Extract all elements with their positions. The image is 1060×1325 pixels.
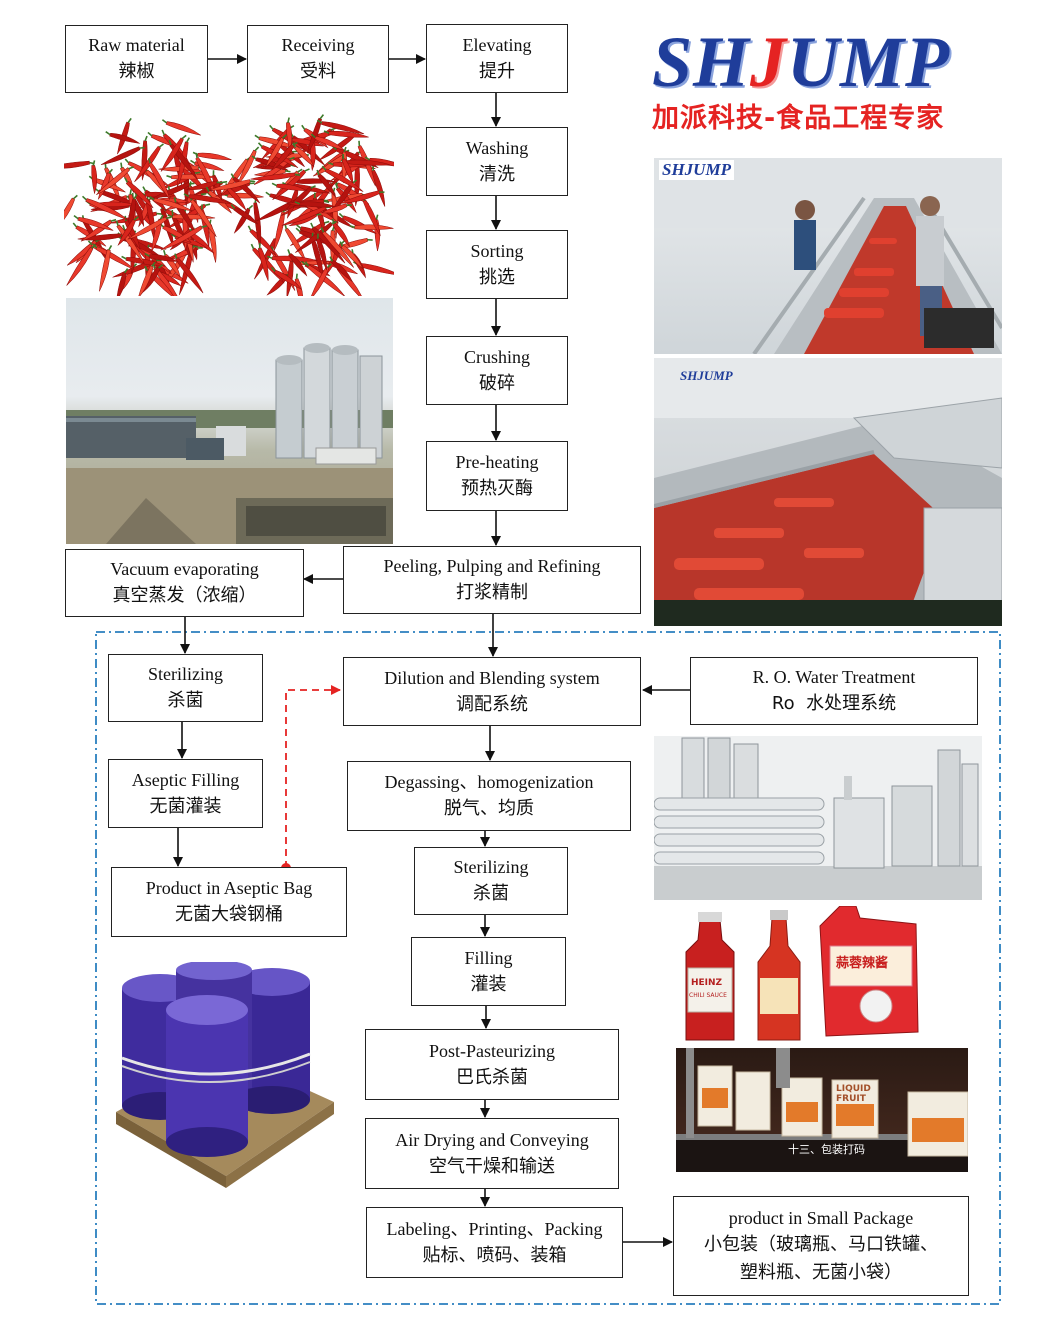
step-labeling-zh: 贴标、喷码、装箱 xyxy=(422,1244,567,1266)
step-preheating: Pre-heating 预热灭酶 xyxy=(426,441,568,511)
brand-tagline: 加派科技-食品工程专家 xyxy=(652,103,945,134)
step-air-drying-zh: 空气干燥和输送 xyxy=(429,1155,555,1177)
pouch-label: 蒜蓉辣酱 xyxy=(836,956,889,971)
step-vacuum-zh: 真空蒸发（浓缩） xyxy=(112,585,257,606)
step-aseptic-filling: Aseptic Filling 无菌灌装 xyxy=(108,759,263,828)
washing-line-photo: SHJUMP xyxy=(654,158,1002,354)
step-aseptic-filling-zh: 无菌灌装 xyxy=(149,795,222,817)
step-raw-material-en: Raw material xyxy=(88,35,185,55)
step-aseptic-filling-en: Aseptic Filling xyxy=(131,769,240,790)
step-raw-material-zh: 辣椒 xyxy=(118,61,155,82)
step-labeling-printing-packing: Labeling、Printing、Packing 贴标、喷码、装箱 xyxy=(366,1207,623,1278)
step-small-package-zh-line2: 塑料瓶、无菌小袋） xyxy=(740,1262,902,1283)
step-elevating-zh: 提升 xyxy=(479,60,515,82)
step-sorting-en: Sorting xyxy=(470,240,524,261)
step-sterilizing-left: Sterilizing 杀菌 xyxy=(108,654,263,722)
evaporator-plant-photo xyxy=(66,298,393,544)
step-peeling-en: Peeling, Pulping and Refining xyxy=(383,556,601,576)
step-elevating: Elevating 提升 xyxy=(426,24,568,93)
step-degassing-homogenization: Degassing、homogenization 脱气、均质 xyxy=(347,761,631,831)
step-sterilizing-left-en: Sterilizing xyxy=(148,664,223,684)
sorting-line-photo: SHJUMP xyxy=(654,358,1002,626)
step-degassing-en: Degassing、homogenization xyxy=(384,772,594,792)
step-dilution-en: Dilution and Blending system xyxy=(384,667,600,688)
carton-conveyor-photo: LIQUID FRUIT 十三、包装打码 xyxy=(676,1048,968,1172)
heinz-label: HEINZ xyxy=(691,978,723,988)
carton-brand-label: LIQUID FRUIT xyxy=(836,1084,871,1104)
step-labeling-en: Labeling、Printing、Packing xyxy=(386,1218,603,1239)
step-sorting-zh: 挑选 xyxy=(479,266,515,288)
step-sterilizing-left-zh: 杀菌 xyxy=(167,690,204,711)
carton-caption: 十三、包装打码 xyxy=(788,1143,865,1156)
chili-peppers-photo xyxy=(64,104,394,296)
step-ro-water-en: R. O. Water Treatment xyxy=(752,667,916,687)
system-boundary xyxy=(95,631,1001,1305)
sorting-photo-logo: SHJUMP xyxy=(680,368,733,383)
step-dilution-blending: Dilution and Blending system 调配系统 xyxy=(343,657,641,726)
step-filling-zh: 灌装 xyxy=(470,973,507,995)
step-elevating-en: Elevating xyxy=(462,34,532,55)
sauce-products-photo: HEINZ CHILI SAUCE 蒜蓉辣酱 xyxy=(680,906,920,1044)
aseptic-drums-photo xyxy=(110,962,340,1190)
step-degassing-zh: 脱气、均质 xyxy=(444,798,534,819)
step-aseptic-bag-zh: 无菌大袋钢桶 xyxy=(175,904,283,925)
step-washing-en: Washing xyxy=(465,137,529,158)
step-crushing-en: Crushing xyxy=(463,346,530,367)
step-post-pasteurizing: Post-Pasteurizing 巴氏杀菌 xyxy=(365,1029,619,1100)
step-product-aseptic-bag: Product in Aseptic Bag 无菌大袋钢桶 xyxy=(111,867,347,937)
ro-water-treatment-photo xyxy=(654,736,982,900)
step-aseptic-bag-en: Product in Aseptic Bag xyxy=(145,878,313,898)
step-crushing: Crushing 破碎 xyxy=(426,336,568,405)
step-preheating-zh: 预热灭酶 xyxy=(461,478,533,499)
step-washing-zh: 清洗 xyxy=(479,163,515,185)
brand-name: SHJUMP xyxy=(652,22,951,102)
step-washing: Washing 清洗 xyxy=(426,127,568,196)
step-sterilizing-mid-zh: 杀菌 xyxy=(473,883,509,904)
step-receiving-zh: 受料 xyxy=(300,61,336,82)
step-post-pasteurizing-en: Post-Pasteurizing xyxy=(429,1040,555,1061)
step-receiving-en: Receiving xyxy=(281,35,355,55)
step-crushing-zh: 破碎 xyxy=(479,372,515,394)
shjump-logo: SHJUMP 加派科技-食品工程专家 xyxy=(652,22,1002,140)
step-sorting: Sorting 挑选 xyxy=(426,230,568,299)
return-arrow-bag-to-dilution xyxy=(285,685,341,868)
step-small-package-en: product in Small Package xyxy=(728,1208,914,1228)
step-vacuum-evaporating: Vacuum evaporating 真空蒸发（浓缩） xyxy=(65,549,304,617)
step-peeling-pulping-refining: Peeling, Pulping and Refining 打浆精制 xyxy=(343,546,641,614)
step-peeling-zh: 打浆精制 xyxy=(456,582,528,603)
chili-sauce-label: CHILI SAUCE xyxy=(689,992,727,999)
step-receiving: Receiving 受料 xyxy=(247,25,389,93)
step-product-small-package: product in Small Package 小包装（玻璃瓶、马口铁罐、 塑… xyxy=(673,1196,969,1296)
step-post-pasteurizing-zh: 巴氏杀菌 xyxy=(456,1066,528,1088)
step-preheating-en: Pre-heating xyxy=(455,452,539,472)
step-filling: Filling 灌装 xyxy=(411,937,566,1006)
step-air-drying-conveying: Air Drying and Conveying 空气干燥和输送 xyxy=(365,1118,619,1189)
step-ro-water-zh: Ro 水处理系统 xyxy=(771,693,897,714)
step-filling-en: Filling xyxy=(464,947,513,968)
washing-photo-logo: SHJUMP xyxy=(659,160,734,180)
step-vacuum-en: Vacuum evaporating xyxy=(110,559,259,579)
step-sterilizing-mid-en: Sterilizing xyxy=(453,857,529,877)
step-raw-material: Raw material 辣椒 xyxy=(65,25,208,93)
step-air-drying-en: Air Drying and Conveying xyxy=(395,1129,589,1150)
step-dilution-zh: 调配系统 xyxy=(456,693,528,715)
step-sterilizing-mid: Sterilizing 杀菌 xyxy=(414,847,568,915)
step-ro-water-treatment: R. O. Water Treatment Ro 水处理系统 xyxy=(690,657,978,725)
step-small-package-zh: 小包装（玻璃瓶、马口铁罐、 xyxy=(704,1234,938,1255)
